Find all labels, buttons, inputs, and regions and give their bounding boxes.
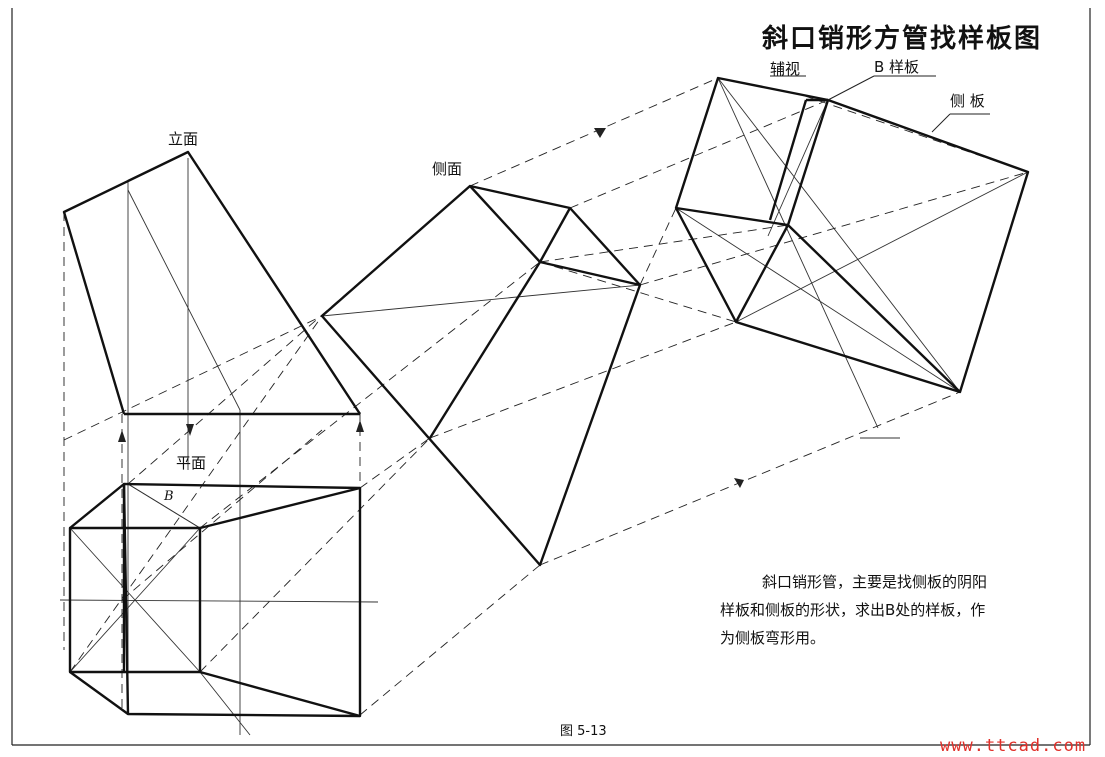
auxiliary-view-label: 辅视 bbox=[770, 60, 801, 78]
front-view-label: 立面 bbox=[168, 130, 199, 148]
note-line-1: 斜口销形管，主要是找侧板的阴阳 bbox=[762, 573, 988, 591]
note-line-2: 样板和侧板的形状，求出B处的样板，作 bbox=[720, 601, 986, 619]
side-view bbox=[320, 184, 642, 567]
plan-view-label: 平面 bbox=[176, 454, 207, 472]
auxiliary-view bbox=[674, 76, 1030, 394]
figure-caption: 图 5-13 bbox=[560, 724, 607, 739]
front-view bbox=[62, 150, 362, 416]
plan-view bbox=[68, 482, 362, 718]
description-note: 斜口销形管，主要是找侧板的阴阳 样板和侧板的形状，求出B处的样板，作 为侧板弯形… bbox=[720, 568, 1080, 652]
side-panel-label: 侧 板 bbox=[950, 92, 985, 110]
b-template-label: B 样板 bbox=[874, 58, 920, 76]
page-frame bbox=[11, 8, 1091, 746]
watermark-text: www.ttcad.com bbox=[940, 736, 1087, 756]
leader-lines bbox=[770, 75, 990, 133]
note-line-3: 为侧板弯形用。 bbox=[720, 629, 826, 647]
side-view-label: 侧面 bbox=[432, 160, 463, 178]
drawing-title: 斜口销形方管找样板图 bbox=[762, 24, 1043, 54]
projection-arrows bbox=[118, 128, 744, 488]
b-point-marker: B bbox=[164, 489, 174, 504]
